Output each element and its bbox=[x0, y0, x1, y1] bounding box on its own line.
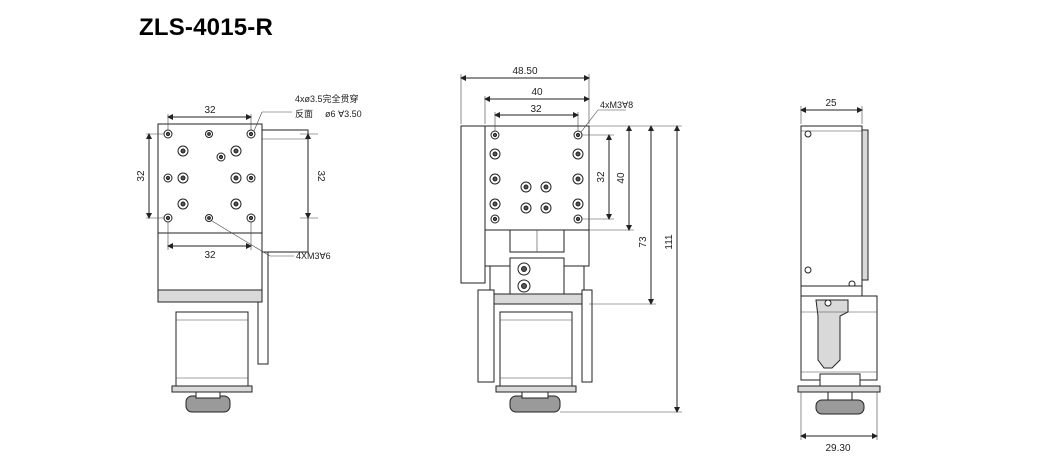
left-main-body bbox=[157, 123, 263, 299]
side-view: 25 29.30 bbox=[797, 98, 881, 454]
front-rail-left bbox=[477, 289, 495, 383]
left-note-through-1: 4xø3.5完全贯穿 bbox=[295, 93, 359, 104]
side-main-body bbox=[800, 125, 863, 287]
side-motor-flange bbox=[797, 385, 881, 393]
left-dim-left: 32 bbox=[136, 170, 147, 182]
left-back-plate bbox=[261, 129, 309, 253]
front-dim-v40: 40 bbox=[616, 172, 627, 184]
left-holes bbox=[163, 129, 256, 223]
side-stage bbox=[800, 285, 863, 297]
front-motor-flange bbox=[495, 385, 577, 393]
front-rail-right bbox=[581, 289, 593, 383]
front-dim-48-50: 48.50 bbox=[512, 66, 537, 77]
side-coupler bbox=[819, 373, 861, 387]
left-motor-body bbox=[175, 311, 249, 387]
left-note-through-2: 反面 bbox=[295, 109, 313, 119]
side-knob-shaft bbox=[827, 391, 853, 401]
left-motor-flange bbox=[171, 385, 253, 393]
left-knob-shaft bbox=[195, 391, 221, 399]
front-dim-32: 32 bbox=[530, 104, 542, 115]
drawing-title: ZLS-4015-R bbox=[139, 14, 274, 41]
left-dim-right: 32 bbox=[315, 170, 326, 182]
side-knob bbox=[815, 399, 865, 415]
front-dim-40: 40 bbox=[531, 87, 543, 98]
side-lever bbox=[815, 299, 849, 369]
front-back-plate bbox=[460, 125, 486, 284]
side-plate bbox=[861, 129, 869, 281]
front-motor-body bbox=[499, 311, 573, 387]
left-view: 32 32 32 32 4xø3.5完全贯穿 反面 ø6 ∀3.50 4XM3∀… bbox=[136, 93, 362, 413]
front-note-tap: 4xM3∀8 bbox=[600, 100, 633, 110]
left-note-tap: 4XM3∀6 bbox=[296, 251, 331, 261]
front-stage-band bbox=[484, 293, 590, 305]
front-knob-shaft bbox=[521, 391, 549, 399]
left-dim-bottom: 32 bbox=[204, 250, 216, 261]
front-view: 48.50 40 32 4xM3∀8 32 40 73 111 bbox=[460, 66, 682, 413]
front-main-block bbox=[484, 125, 590, 231]
front-dim-v32: 32 bbox=[596, 171, 607, 183]
front-holes bbox=[489, 130, 584, 224]
left-note-through-2b: ø6 ∀3.50 bbox=[325, 109, 362, 119]
left-stage-band bbox=[157, 289, 263, 303]
front-lever bbox=[509, 257, 565, 297]
side-dim-29-30: 29.30 bbox=[825, 443, 850, 454]
side-dim-25: 25 bbox=[825, 98, 837, 109]
front-dim-v73: 73 bbox=[638, 236, 649, 248]
left-dim-top: 32 bbox=[204, 105, 216, 116]
front-dim-v111: 111 bbox=[664, 234, 675, 250]
